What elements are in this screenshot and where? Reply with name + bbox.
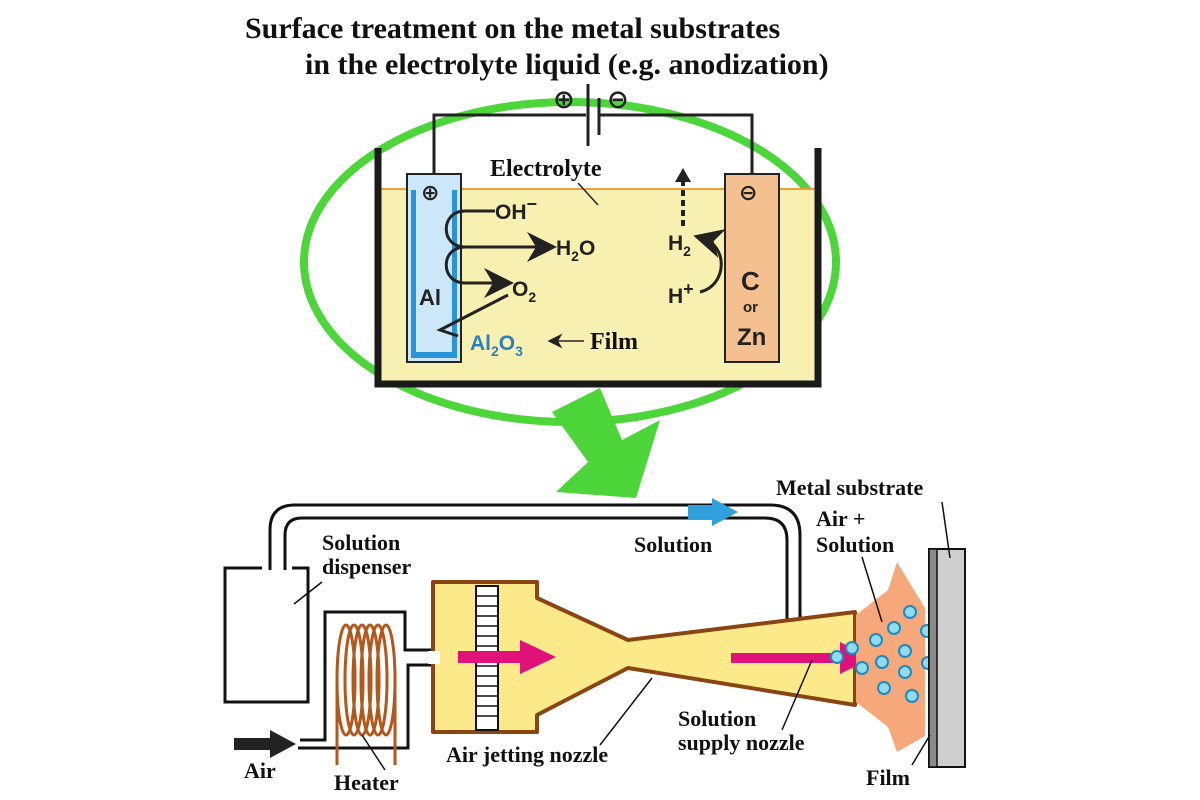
solution-supply-nozzle-leader xyxy=(781,659,813,731)
air-jetting-nozzle xyxy=(428,580,857,734)
spray-cone xyxy=(856,562,925,752)
solution-dispenser-label-1: Solution xyxy=(322,530,400,555)
air-label: Air xyxy=(244,758,276,783)
solution-supply-nozzle-label-2: supply nozzle xyxy=(678,730,805,755)
heater-leader-line xyxy=(361,734,386,771)
metal-substrate-label: Metal substrate xyxy=(776,475,923,500)
anode-positive-sign: ⊕ xyxy=(421,180,439,205)
cathode-material-or: or xyxy=(743,299,758,316)
mixture-label-2: Solution xyxy=(816,532,894,557)
cathode-material-zn: Zn xyxy=(737,324,766,351)
heater-coil xyxy=(335,623,397,765)
electrolysis-film-label: Film xyxy=(590,329,638,355)
cathode-electrode: ⊖ C or Zn xyxy=(724,173,780,363)
film-leader xyxy=(911,734,931,766)
solution-flow-arrow xyxy=(688,498,738,526)
air-flow-arrow-1 xyxy=(458,640,556,674)
species-h2: H2 xyxy=(668,232,691,259)
cathode-negative-sign: ⊖ xyxy=(739,180,757,205)
air-flow-arrow-2 xyxy=(731,642,872,674)
electrolyte-leader-line xyxy=(577,182,599,206)
electrolyte-label: Electrolyte xyxy=(490,156,602,182)
anode-material: Al xyxy=(419,285,441,310)
air-jetting-nozzle-leader xyxy=(599,677,653,746)
anode-reaction-arrows xyxy=(436,209,557,338)
title-line-2: in the electrolyte liquid (e.g. anodizat… xyxy=(305,48,829,81)
species-h-plus: H+ xyxy=(668,279,694,308)
species-h2o: H2O xyxy=(556,237,595,264)
mixture-label-1: Air + xyxy=(816,506,865,531)
solution-flow-label: Solution xyxy=(634,532,712,557)
cathode-reaction-arrows xyxy=(675,168,727,294)
solution-dispenser-label-2: dispenser xyxy=(322,554,411,579)
battery-minus-sign: ⊖ xyxy=(607,84,629,114)
species-al2o3: Al2O3 xyxy=(470,332,523,359)
battery-plus-sign: ⊕ xyxy=(553,84,575,114)
title-line-1: Surface treatment on the metal substrate… xyxy=(245,12,780,45)
tank xyxy=(374,148,822,388)
cathode-material-c: C xyxy=(741,266,760,296)
species-oh: OH− xyxy=(495,194,537,224)
anode-electrode: ⊕ Al xyxy=(406,173,462,363)
air-jetting-nozzle-label: Air jetting nozzle xyxy=(446,742,608,767)
spray-film-label: Film xyxy=(866,765,910,790)
heater-housing xyxy=(298,610,445,750)
species-o2: O2 xyxy=(512,278,536,305)
circuit: ⊕ ⊖ xyxy=(432,84,754,176)
metal-substrate xyxy=(928,548,966,768)
solution-supply-nozzle-label-1: Solution xyxy=(678,706,756,731)
metal-substrate-leader xyxy=(941,501,951,559)
transition-arrow xyxy=(552,388,660,498)
air-input-arrow xyxy=(234,730,296,758)
mixture-leader xyxy=(861,556,883,623)
solution-dispenser xyxy=(223,566,323,704)
heater-label: Heater xyxy=(334,770,399,795)
